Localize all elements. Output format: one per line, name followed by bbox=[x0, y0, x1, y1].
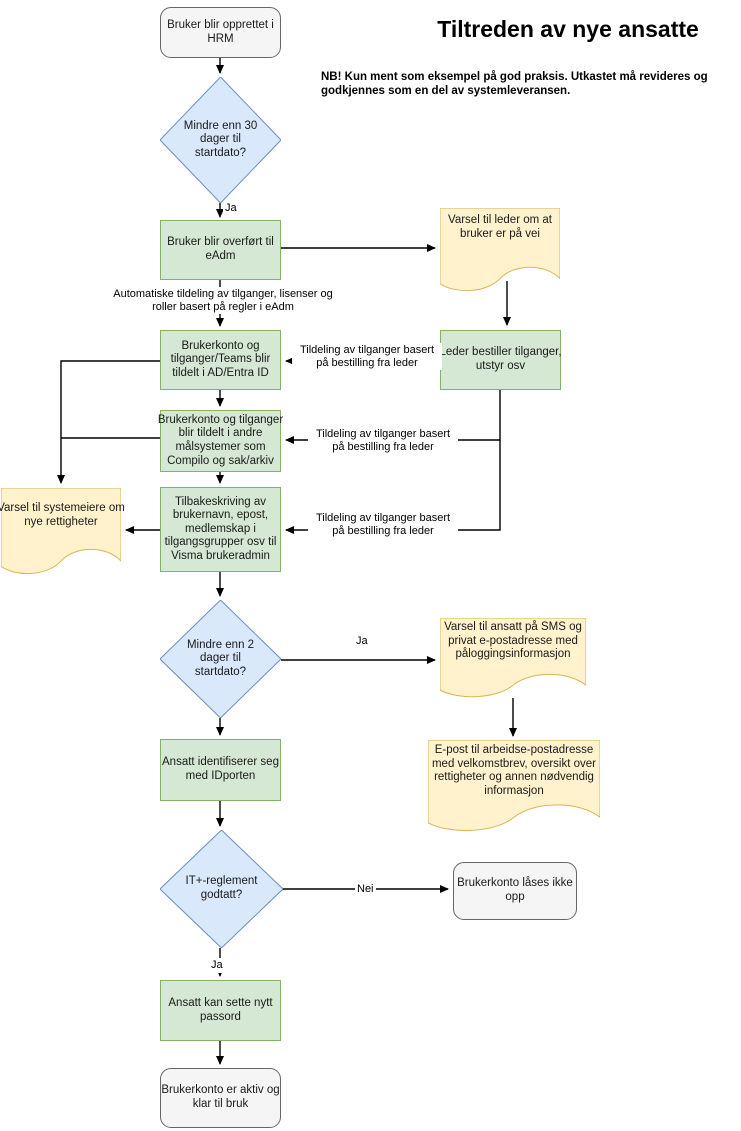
node-start-hrm: Bruker blir opprettet i HRM bbox=[160, 7, 281, 58]
edge-label-ja-2: Ja bbox=[354, 634, 370, 649]
doc-varsel-ansatt-sms: Varsel til ansatt på SMS og privat e-pos… bbox=[440, 618, 586, 698]
node-nytt-passord: Ansatt kan sette nytt passord bbox=[160, 980, 281, 1041]
edge-label-tildeling-2: Tildeling av tilganger basert på bestill… bbox=[308, 427, 458, 455]
document-shape bbox=[440, 208, 560, 292]
node-label: Brukerkonto er aktiv og klar til bruk bbox=[161, 1084, 280, 1110]
node-malsystemer: Brukerkonto og tilganger blir tildelt i … bbox=[158, 410, 283, 472]
node-label: Mindre enn 30 dager til startdato? bbox=[183, 119, 258, 159]
node-label: Bruker blir overført til eAdm bbox=[167, 236, 274, 262]
edge-label-ja-3: Ja bbox=[209, 958, 225, 973]
node-label: Mindre enn 2 dager til startdato? bbox=[186, 638, 255, 678]
diamond-shape bbox=[160, 830, 283, 948]
node-tilbakeskriving: Tilbakeskriving av brukernavn, epost, me… bbox=[160, 487, 281, 572]
document-shape bbox=[1, 488, 121, 575]
node-konto-aktiv: Brukerkonto er aktiv og klar til bruk bbox=[160, 1068, 281, 1128]
doc-varsel-systemeiere: Varsel til systemeiere om nye rettighete… bbox=[0, 488, 125, 575]
edge-label-ja-1: Ja bbox=[223, 201, 239, 216]
diamond-shape bbox=[160, 77, 281, 203]
node-overfort-eadm: Bruker blir overført til eAdm bbox=[160, 220, 281, 280]
document-shape bbox=[428, 740, 600, 832]
node-label: Brukerkonto og tilganger blir tildelt i … bbox=[157, 413, 284, 467]
node-label: Ansatt identifiserer seg med IDporten bbox=[162, 756, 279, 782]
node-label: Leder bestiller tilganger, utstyr osv bbox=[439, 346, 562, 372]
node-ad-entra: Brukerkonto og tilganger/Teams blir tild… bbox=[160, 330, 281, 390]
document-shape bbox=[440, 618, 586, 698]
node-label: Varsel til ansatt på SMS og privat e-pos… bbox=[444, 621, 582, 661]
node-label: Brukerkonto låses ikke opp bbox=[457, 877, 573, 903]
decision-2-dager: Mindre enn 2 dager til startdato? bbox=[160, 600, 281, 718]
node-label: Varsel til systemeiere om nye rettighete… bbox=[0, 502, 125, 528]
node-label: E-post til arbeidse-postadresse med velk… bbox=[431, 744, 597, 797]
decision-it-reglement: IT+-reglement godtatt? bbox=[160, 830, 283, 948]
node-label: Tilbakeskriving av brukernavn, epost, me… bbox=[164, 495, 277, 562]
edge-label-nei: Nei bbox=[355, 882, 376, 897]
node-laases-ikke-opp: Brukerkonto låses ikke opp bbox=[453, 862, 577, 920]
node-label: IT+-reglement godtatt? bbox=[185, 875, 258, 901]
node-leder-bestiller: Leder bestiller tilganger, utstyr osv bbox=[439, 330, 562, 390]
node-label: Bruker blir opprettet i HRM bbox=[167, 18, 274, 45]
node-label: Ansatt kan sette nytt passord bbox=[168, 996, 273, 1023]
edge-label-automatisk-tildeling: Automatiske tildeling av tilganger, lise… bbox=[110, 287, 336, 315]
decision-30-dager: Mindre enn 30 dager til startdato? bbox=[160, 77, 281, 203]
node-label: Varsel til leder om at bruker er på vei bbox=[448, 214, 552, 240]
page-title: Tiltreden av nye ansatte bbox=[437, 16, 699, 42]
edge-label-tildeling-3: Tildeling av tilganger basert på bestill… bbox=[308, 511, 458, 539]
doc-epost-arbeidsadresse: E-post til arbeidse-postadresse med velk… bbox=[428, 740, 600, 832]
edge-label-tildeling-1: Tildeling av tilganger basert på bestill… bbox=[292, 343, 442, 371]
node-label: Brukerkonto og tilganger/Teams blir tild… bbox=[170, 339, 271, 379]
node-idporten: Ansatt identifiserer seg med IDporten bbox=[160, 739, 281, 801]
diamond-shape bbox=[160, 600, 281, 718]
doc-varsel-leder: Varsel til leder om at bruker er på vei bbox=[440, 208, 560, 292]
disclaimer-note: NB! Kun ment som eksempel på god praksis… bbox=[321, 71, 708, 98]
